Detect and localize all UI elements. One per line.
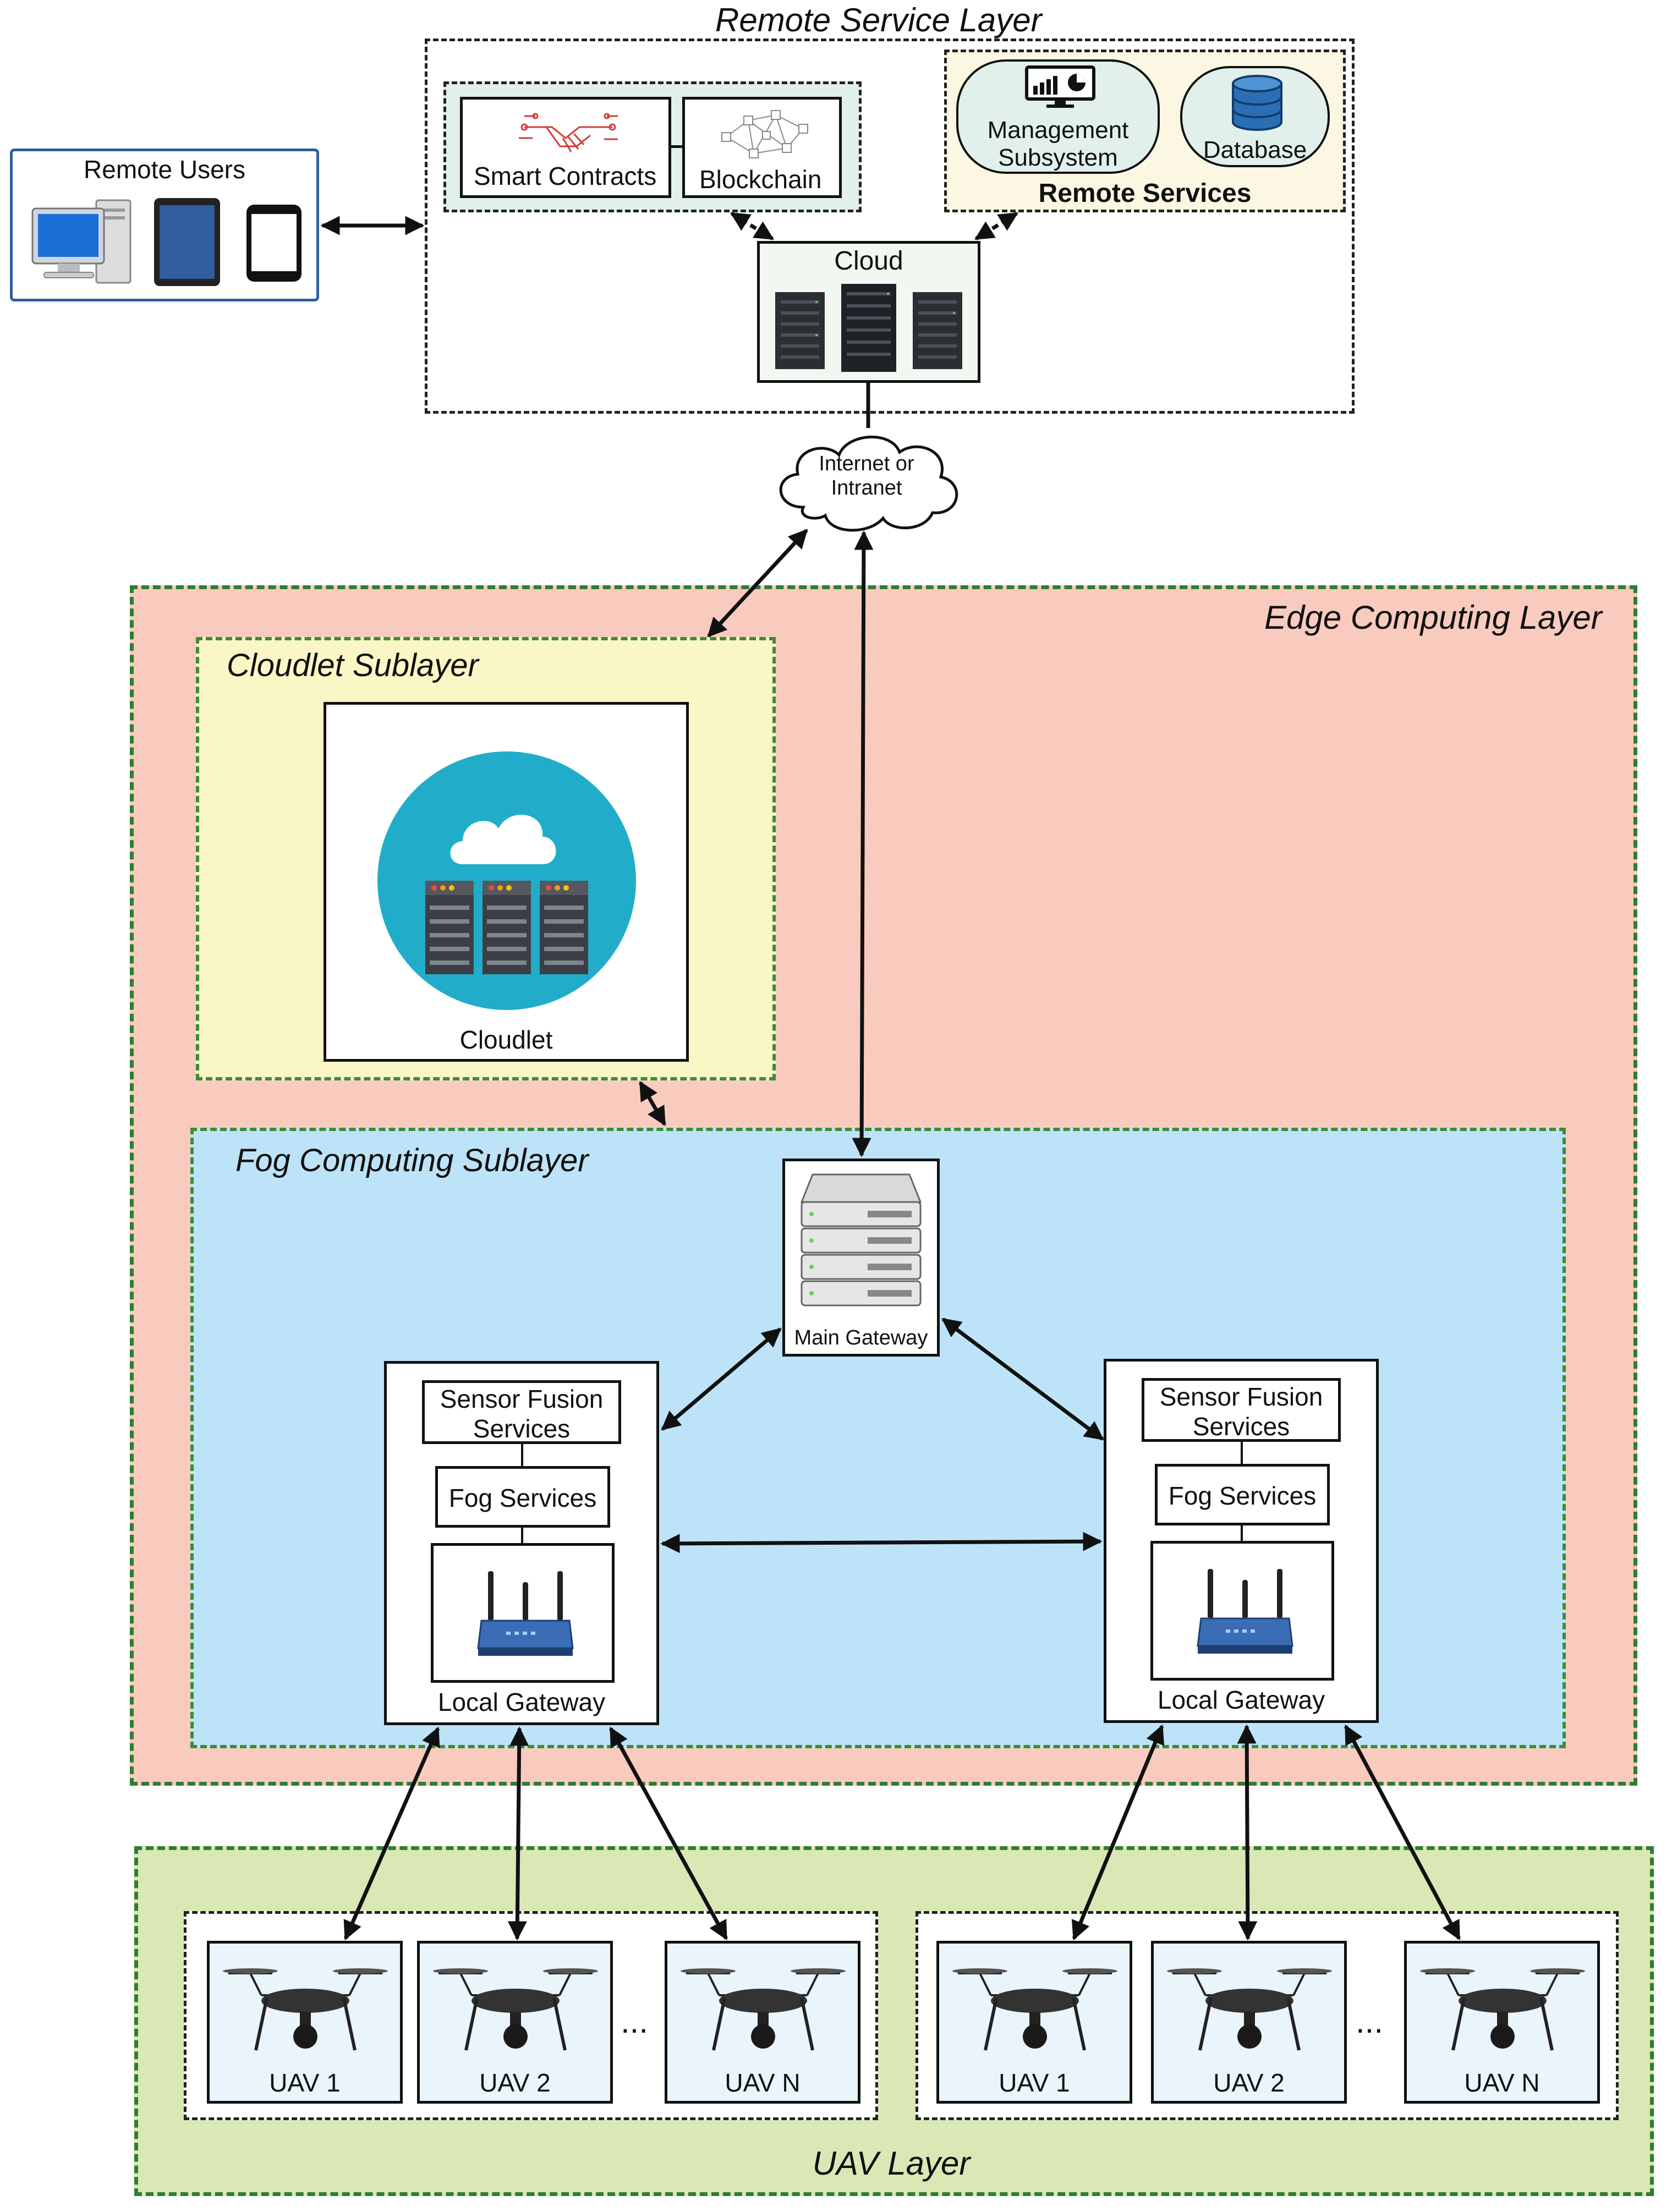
management-label-line1: Management [987, 117, 1129, 144]
drone-icon [681, 1968, 846, 2051]
drone-icon [1167, 1968, 1332, 2051]
database: Database [1180, 66, 1330, 167]
arrow-maingateway-left [661, 1327, 782, 1431]
sensor-fusion-line2-right: Services [1192, 1412, 1290, 1441]
drone-icon [1420, 1968, 1585, 2051]
uav-label: UAV 2 [479, 2068, 551, 2097]
smartphone-icon [246, 205, 301, 282]
cloud-label: Cloud [834, 246, 903, 276]
uav-ellipsis: ... [1356, 2003, 1384, 2040]
connector-right-1 [1241, 1442, 1243, 1464]
sensor-fusion-services-right: Sensor Fusion Services [1142, 1378, 1341, 1442]
fog-services-left: Fog Services [435, 1466, 610, 1528]
cloud-node: Cloud [757, 241, 980, 383]
edge-computing-layer-title: Edge Computing Layer [1264, 599, 1602, 636]
uav-label: UAV N [1464, 2068, 1540, 2097]
uav-cell: UAV N [665, 1941, 860, 2104]
blockchain-network-icon [721, 110, 808, 158]
uav-cell: UAV 2 [1151, 1941, 1347, 2104]
dashboard-monitor-icon [1025, 65, 1095, 108]
uav-label: UAV 1 [269, 2068, 341, 2097]
drone-icon [433, 1968, 598, 2051]
cloudlet-node: Cloudlet [324, 702, 689, 1062]
remote-users-title: Remote Users [84, 155, 245, 184]
smart-contracts-label: Smart Contracts [474, 162, 657, 190]
wifi-router-icon [1197, 1569, 1293, 1654]
server-icon [800, 1173, 922, 1307]
desktop-computer-icon [31, 199, 131, 284]
arrow-right-uav1 [1071, 1724, 1165, 1941]
uav-label: UAV 1 [999, 2068, 1070, 2097]
uav-cell: UAV N [1404, 1941, 1600, 2104]
arrow-left-uav1 [343, 1726, 440, 1941]
connector-left-1 [521, 1444, 523, 1466]
uav-cell: UAV 1 [936, 1941, 1132, 2104]
arrow-right-uav2 [1237, 1724, 1258, 1941]
arrow-internet-cloudlet [707, 529, 808, 638]
local-gateway-label-left: Local Gateway [437, 1688, 606, 1716]
drone-icon [952, 1968, 1117, 2051]
management-label-line2: Subsystem [998, 144, 1118, 171]
main-gateway-label: Main Gateway [794, 1326, 928, 1349]
fog-sublayer-title: Fog Computing Sublayer [235, 1143, 589, 1178]
uav-layer-title: UAV Layer [812, 2145, 971, 2182]
remote-service-layer-title: Remote Service Layer [715, 2, 1042, 39]
arrow-right-uavn [1344, 1724, 1461, 1941]
local-gateway-right [1150, 1541, 1334, 1681]
internet-cloud-shape [779, 435, 958, 532]
fog-services-label-left: Fog Services [448, 1484, 597, 1512]
database-icon [1232, 75, 1282, 131]
uav-label: UAV N [725, 2068, 801, 2097]
uav-ellipsis: ... [621, 2003, 649, 2040]
arrow-left-uavn [609, 1726, 728, 1941]
fog-node-right: Sensor Fusion Services Fog Services Loca… [1104, 1359, 1379, 1723]
local-gateway-label-right: Local Gateway [1157, 1686, 1325, 1714]
blockchain-box: Blockchain [682, 97, 842, 198]
arrow-blockchain-cloud [730, 212, 774, 240]
sensor-fusion-line1-right: Sensor Fusion [1159, 1382, 1323, 1411]
database-label: Database [1203, 136, 1307, 163]
uav-cell: UAV 2 [417, 1941, 613, 2104]
arrow-remoteservices-cloud [974, 212, 1018, 240]
uav-cell: UAV 1 [207, 1941, 403, 2104]
fog-services-right: Fog Services [1155, 1464, 1330, 1525]
arrow-left-right [660, 1532, 1103, 1554]
cloudlet-icon [377, 751, 636, 1010]
smart-contracts-box: Smart Contracts [460, 97, 671, 198]
local-gateway-left [431, 1543, 615, 1683]
main-gateway: Main Gateway [782, 1159, 940, 1357]
server-racks-icon [775, 284, 962, 372]
remote-service-layer [425, 39, 1355, 414]
management-subsystem: Management Subsystem [956, 59, 1160, 174]
connector-right-2 [1241, 1525, 1243, 1541]
sensor-fusion-line2-left: Services [473, 1414, 571, 1443]
arrow-cloudlet-fog [638, 1080, 667, 1127]
connector-left-2 [521, 1528, 523, 1543]
arrow-maingateway-right [941, 1318, 1104, 1441]
smart-blockchain-connector [670, 145, 682, 148]
fog-services-label-right: Fog Services [1168, 1481, 1317, 1510]
uav-label: UAV 2 [1213, 2068, 1285, 2097]
tablet-icon [154, 198, 220, 286]
cloudlet-sublayer-title: Cloudlet Sublayer [227, 647, 479, 683]
internet-label-line1: Internet or [819, 452, 914, 475]
internet-label-line2: Intranet [831, 476, 902, 500]
sensor-fusion-services-left: Sensor Fusion Services [422, 1380, 621, 1444]
arrow-internet-maingateway [852, 530, 874, 1157]
blockchain-label: Blockchain [699, 165, 822, 194]
remote-users: Remote Users [10, 149, 319, 301]
wifi-router-icon [477, 1571, 574, 1656]
cloudlet-label: Cloudlet [459, 1025, 553, 1054]
arrow-left-uav2 [507, 1726, 529, 1941]
handshake-icon [519, 113, 618, 152]
remote-services-label: Remote Services [1038, 179, 1252, 208]
drone-icon [223, 1968, 388, 2051]
fog-node-left: Sensor Fusion Services Fog Services Loca… [384, 1361, 659, 1725]
sensor-fusion-line1-left: Sensor Fusion [440, 1385, 604, 1413]
